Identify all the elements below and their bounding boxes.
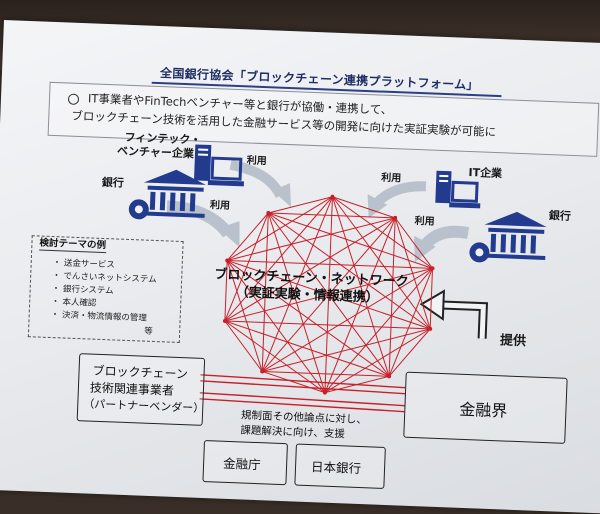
network-edge bbox=[227, 217, 396, 261]
network-edge bbox=[227, 259, 433, 269]
network-node bbox=[387, 374, 392, 379]
theme-item: ・ 送金サービス bbox=[52, 258, 116, 271]
network-edge bbox=[262, 328, 431, 372]
theme-etc: 等 bbox=[143, 326, 153, 337]
network-edge bbox=[224, 320, 390, 377]
network-node bbox=[430, 266, 435, 271]
network-edge bbox=[429, 268, 433, 329]
network-node bbox=[260, 369, 265, 374]
bank-icon-right bbox=[469, 211, 547, 263]
arrow-fintech-head bbox=[272, 183, 292, 208]
network-edge bbox=[226, 260, 263, 372]
use-label-right-1: 利用 bbox=[380, 172, 402, 185]
network-node bbox=[330, 194, 335, 199]
network-mesh bbox=[222, 194, 435, 395]
computer-icon-right bbox=[435, 170, 481, 209]
network-edge bbox=[332, 196, 396, 219]
network-node bbox=[393, 215, 398, 220]
network-node bbox=[266, 211, 271, 216]
provide-arrow-head bbox=[419, 289, 445, 321]
theme-item: ・ 銀行システム bbox=[51, 284, 114, 297]
fintech-label-2: ベンチャー企業 bbox=[116, 144, 195, 161]
use-label-right-2: 利用 bbox=[414, 215, 435, 228]
network-edge bbox=[388, 217, 396, 377]
network-edge bbox=[268, 212, 431, 330]
network-node bbox=[225, 258, 230, 263]
network-edge bbox=[224, 196, 333, 322]
theme-heading: 検討テーマの例 bbox=[39, 234, 107, 254]
network-node bbox=[222, 318, 227, 323]
arrow-it-head bbox=[367, 194, 388, 219]
arrow-it bbox=[373, 181, 427, 207]
provide-arrow bbox=[441, 300, 489, 339]
bank-label-left: 銀行 bbox=[101, 175, 125, 190]
network-edge bbox=[226, 260, 390, 377]
network-edge bbox=[268, 196, 333, 214]
network-edge bbox=[224, 320, 326, 394]
network-node bbox=[322, 390, 327, 395]
network-edge bbox=[267, 212, 390, 377]
it-company-label: IT企業 bbox=[468, 165, 503, 181]
connector-line bbox=[200, 380, 405, 395]
use-label-left-2: 利用 bbox=[209, 200, 231, 212]
network-edge bbox=[224, 212, 269, 322]
network-edge bbox=[262, 370, 326, 394]
connector-line bbox=[199, 392, 405, 407]
document-page: 全国銀行協会「ブロックチェーン連携プラットフォーム」 IT事業者やFinTech… bbox=[0, 20, 600, 514]
network-edge bbox=[324, 268, 433, 393]
connector-line bbox=[199, 398, 405, 413]
bank-icon-left bbox=[128, 169, 206, 220]
network-edge bbox=[268, 212, 396, 219]
network-edge bbox=[224, 260, 228, 322]
use-label-left-1: 利用 bbox=[246, 155, 267, 168]
boj-label: 日本銀行 bbox=[310, 459, 362, 477]
network-edge bbox=[332, 196, 431, 330]
arrow-bank-right bbox=[421, 225, 470, 249]
network-edge bbox=[226, 212, 269, 261]
theme-item: ・ 本人確認 bbox=[51, 297, 97, 309]
fsa-label: 金融庁 bbox=[222, 455, 261, 473]
network-edge bbox=[267, 212, 326, 393]
network-edge bbox=[394, 217, 433, 269]
network-edge bbox=[262, 370, 390, 377]
provide-arrow-inner bbox=[441, 302, 486, 339]
network-edge bbox=[261, 212, 269, 372]
network-edge bbox=[226, 260, 326, 393]
financial-sector-label: 金融界 bbox=[459, 399, 508, 421]
arrow-bank-left-head bbox=[218, 221, 240, 248]
network-diagram bbox=[128, 144, 547, 413]
arrow-bank-right-head bbox=[414, 235, 436, 262]
network-edge bbox=[224, 320, 431, 330]
network-edge bbox=[388, 328, 431, 377]
network-edge bbox=[224, 320, 263, 372]
network-edge bbox=[268, 212, 433, 269]
computer-icon-left bbox=[193, 144, 244, 187]
connector-line bbox=[200, 374, 406, 389]
provide-label: 提供 bbox=[499, 333, 527, 350]
network-node bbox=[428, 326, 433, 331]
bank-label-right: 銀行 bbox=[548, 209, 572, 223]
